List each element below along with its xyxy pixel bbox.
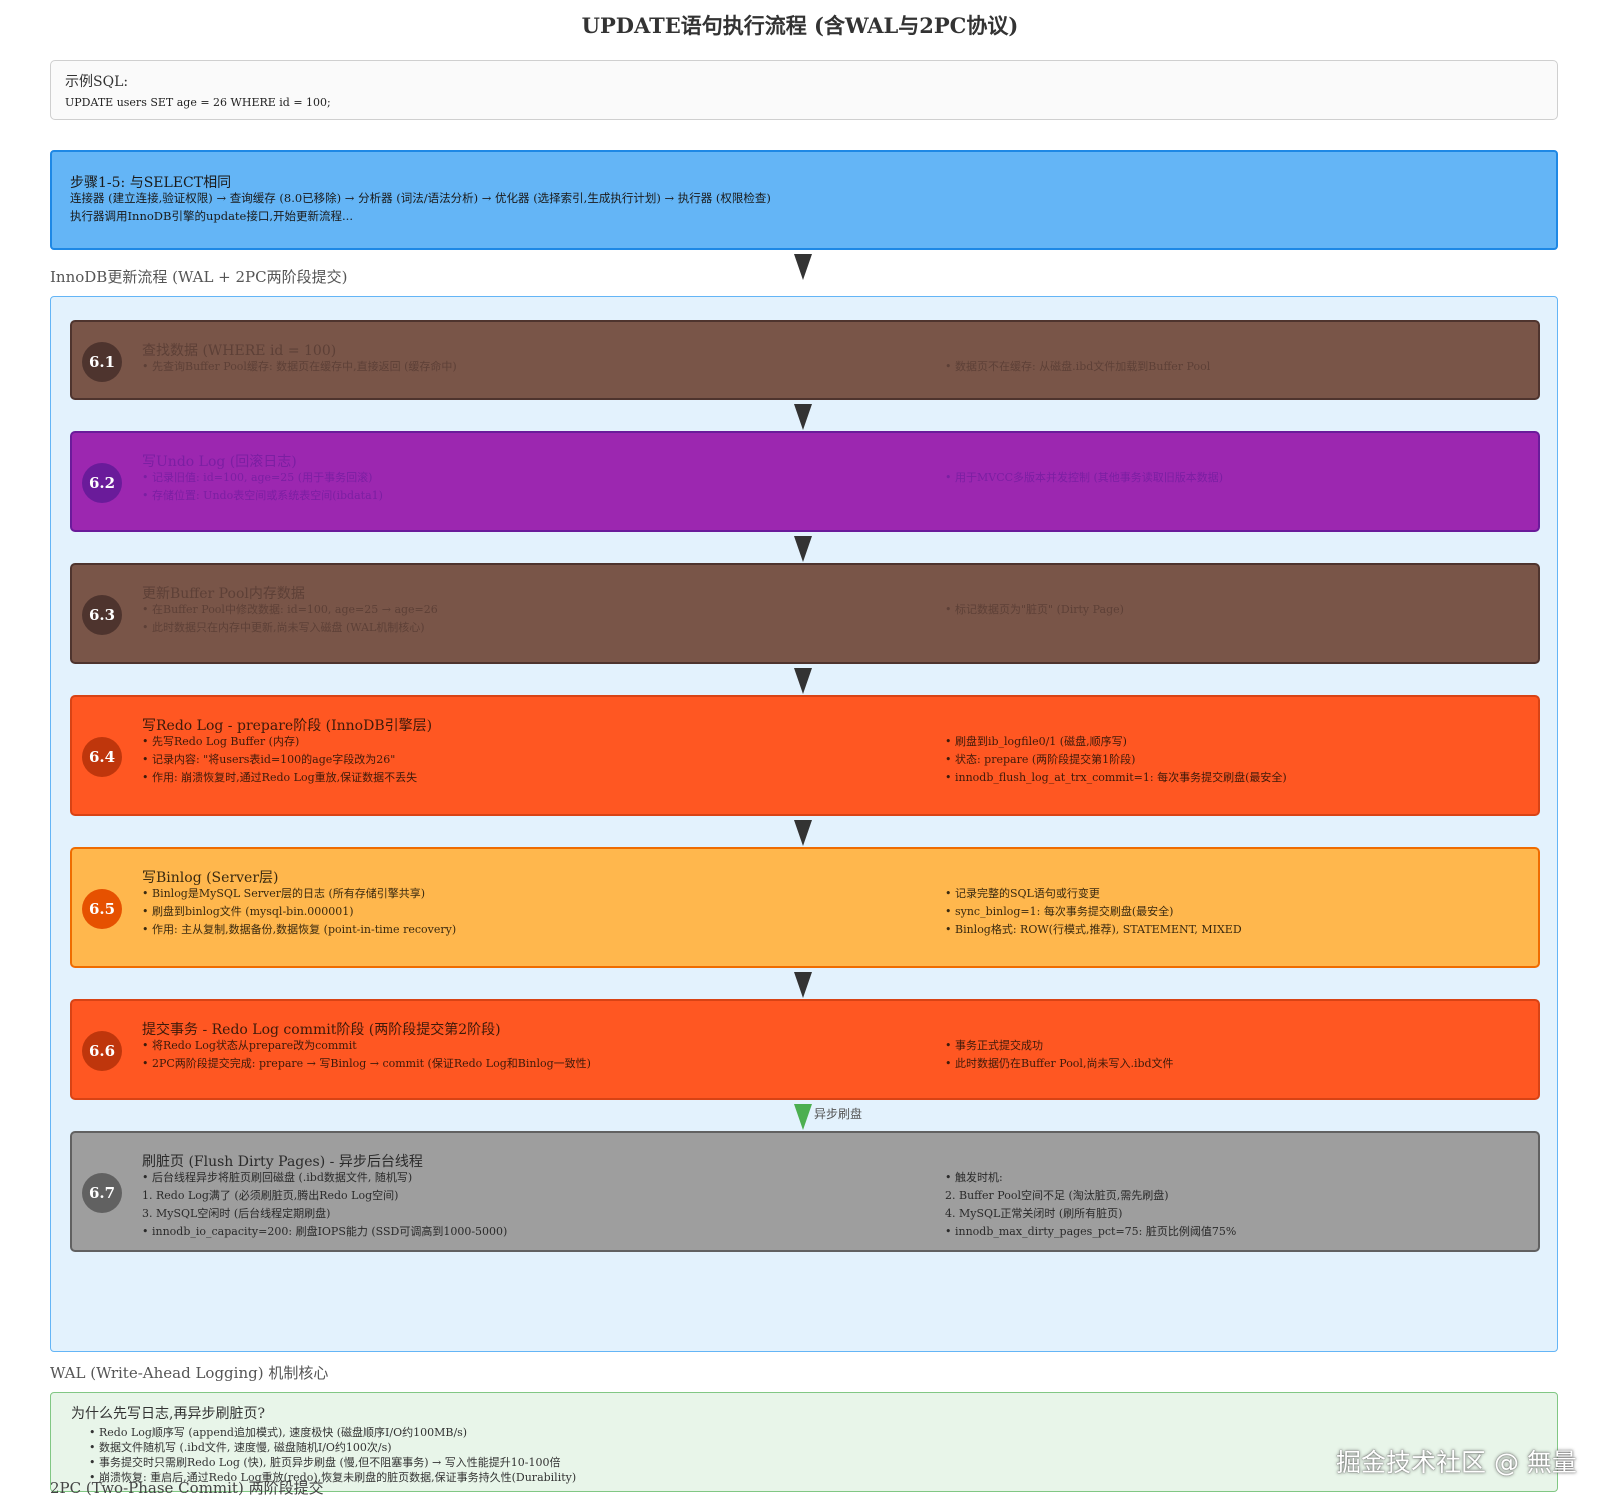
step-title: 查找数据 (WHERE id = 100) xyxy=(142,343,337,359)
detail-line: • 数据文件随机写 (.ibd文件, 速度慢, 磁盘随机I/O约100次/s) xyxy=(89,1441,392,1454)
detail-line: • innodb_flush_log_at_trx_commit=1: 每次事务… xyxy=(945,771,1287,784)
detail-line: • innodb_max_dirty_pages_pct=75: 脏页比例阈值7… xyxy=(945,1225,1237,1238)
detail-line: • 事务提交时只需刷Redo Log (快), 脏页异步刷盘 (慢,但不阻塞事务… xyxy=(89,1456,561,1469)
detail-line: • 状态: prepare (两阶段提交第1阶段) xyxy=(945,753,1136,766)
step-card-6-7: 6.7 刷脏页 (Flush Dirty Pages) - 异步后台线程 • 后… xyxy=(70,1131,1540,1252)
detail-line: 1. Redo Log满了 (必须刷脏页,腾出Redo Log空间) xyxy=(142,1189,399,1202)
detail-line: • 记录旧值: id=100, age=25 (用于事务回滚) xyxy=(142,471,373,484)
detail-line: • 数据页不在缓存: 从磁盘.ibd文件加载到Buffer Pool xyxy=(945,360,1211,373)
detail-line: • 崩溃恢复: 重启后,通过Redo Log重放(redo),恢复未刷盘的脏页数… xyxy=(89,1471,577,1484)
example-sql-label: 示例SQL: xyxy=(65,74,129,90)
step-details-right: • 触发时机: 2. Buffer Pool空间不足 (淘汰脏页,需先刷盘) 4. … xyxy=(945,1169,1236,1241)
step-number-badge: 6.7 xyxy=(82,1173,122,1213)
step-card-6-2: 6.2 写Undo Log (回滚日志) • 记录旧值: id=100, age… xyxy=(70,431,1540,532)
detail-line: • 事务正式提交成功 xyxy=(945,1039,1043,1052)
detail-line: • 在Buffer Pool中修改数据: id=100, age=25 → ag… xyxy=(142,603,438,616)
step-number-badge: 6.2 xyxy=(82,463,122,503)
detail-line: • 存储位置: Undo表空间或系统表空间(ibdata1) xyxy=(142,489,383,502)
step-card-6-4: 6.4 写Redo Log - prepare阶段 (InnoDB引擎层) • … xyxy=(70,695,1540,816)
detail-line: • 此时数据只在内存中更新,尚未写入磁盘 (WAL机制核心) xyxy=(142,621,425,634)
detail-line: • 刷盘到binlog文件 (mysql-bin.000001) xyxy=(142,905,354,918)
wal-heading: 为什么先写日志,再异步刷脏页? xyxy=(71,1406,265,1422)
flow-arrow xyxy=(794,668,812,694)
step-card-6-1: 6.1 查找数据 (WHERE id = 100) • 先查询Buffer Po… xyxy=(70,320,1540,400)
step-details-right: • 用于MVCC多版本并发控制 (其他事务读取旧版本数据) xyxy=(945,469,1223,487)
detail-line: 3. MySQL空闲时 (后台线程定期刷盘) xyxy=(142,1207,331,1220)
step-details-left: • 在Buffer Pool中修改数据: id=100, age=25 → ag… xyxy=(142,601,438,637)
detail-line: 4. MySQL正常关闭时 (刷所有脏页) xyxy=(945,1207,1123,1220)
step-details-right: • 刷盘到ib_logfile0/1 (磁盘,顺序写) • 状态: prepare… xyxy=(945,733,1287,787)
async-flow-arrow xyxy=(794,1104,812,1130)
detail-line: • 作用: 崩溃恢复时,通过Redo Log重放,保证数据不丢失 xyxy=(142,771,418,784)
detail-line: • sync_binlog=1: 每次事务提交刷盘(最安全) xyxy=(945,905,1174,918)
detail-line: • 记录内容: "将users表id=100的age字段改为26" xyxy=(142,753,396,766)
detail-line: 2. Buffer Pool空间不足 (淘汰脏页,需先刷盘) xyxy=(945,1189,1169,1202)
wal-explanation-box: 为什么先写日志,再异步刷脏页? • Redo Log顺序写 (append追加模… xyxy=(50,1392,1558,1492)
step-title: 写Redo Log - prepare阶段 (InnoDB引擎层) xyxy=(142,718,433,734)
step-number-badge: 6.3 xyxy=(82,595,122,635)
wal-items: • Redo Log顺序写 (append追加模式), 速度极快 (磁盘顺序I/… xyxy=(89,1425,576,1485)
step-number-badge: 6.5 xyxy=(82,889,122,929)
detail-line: • Redo Log顺序写 (append追加模式), 速度极快 (磁盘顺序I/… xyxy=(89,1426,468,1439)
flow-arrow xyxy=(794,820,812,846)
wal-section-title: WAL (Write-Ahead Logging) 机制核心 xyxy=(50,1364,329,1382)
detail-line: • 此时数据仍在Buffer Pool,尚未写入.ibd文件 xyxy=(945,1057,1174,1070)
page-title: UPDATE语句执行流程 (含WAL与2PC协议) xyxy=(581,13,1019,38)
steps-1-5-box: 步骤1-5: 与SELECT相同 连接器 (建立连接,验证权限) → 查询缓存 … xyxy=(50,150,1558,250)
step-card-6-6: 6.6 提交事务 - Redo Log commit阶段 (两阶段提交第2阶段)… xyxy=(70,999,1540,1100)
step-title: 刷脏页 (Flush Dirty Pages) - 异步后台线程 xyxy=(142,1154,423,1170)
async-flush-label: 异步刷盘 xyxy=(814,1107,863,1121)
step-title: 写Binlog (Server层) xyxy=(142,870,279,886)
step-details-left: • 后台线程异步将脏页刷回磁盘 (.ibd数据文件, 随机写) 1. Redo L… xyxy=(142,1169,507,1241)
detail-line: • innodb_io_capacity=200: 刷盘IOPS能力 (SSD可… xyxy=(142,1225,508,1238)
detail-line: • 将Redo Log状态从prepare改为commit xyxy=(142,1039,357,1052)
detail-line: • 刷盘到ib_logfile0/1 (磁盘,顺序写) xyxy=(945,735,1127,748)
step-details-left: • 先写Redo Log Buffer (内存) • 记录内容: "将users表… xyxy=(142,733,417,787)
step-details-right: • 数据页不在缓存: 从磁盘.ibd文件加载到Buffer Pool xyxy=(945,358,1210,376)
step-details-left: • 先查询Buffer Pool缓存: 数据页在缓存中,直接返回 (缓存命中) xyxy=(142,358,457,376)
step-details-right: • 记录完整的SQL语句或行变更 • sync_binlog=1: 每次事务提交刷… xyxy=(945,885,1242,939)
step-number-badge: 6.1 xyxy=(82,342,122,382)
step-details-right: • 标记数据页为"脏页" (Dirty Page) xyxy=(945,601,1124,619)
innodb-section-title: InnoDB更新流程 (WAL + 2PC两阶段提交) xyxy=(50,268,348,286)
example-sql-box: 示例SQL: UPDATE users SET age = 26 WHERE i… xyxy=(50,60,1558,120)
step-title: 提交事务 - Redo Log commit阶段 (两阶段提交第2阶段) xyxy=(142,1022,501,1038)
step-number-badge: 6.4 xyxy=(82,737,122,777)
step-card-6-5: 6.5 写Binlog (Server层) • Binlog是MySQL Ser… xyxy=(70,847,1540,968)
detail-line: • 后台线程异步将脏页刷回磁盘 (.ibd数据文件, 随机写) xyxy=(142,1171,413,1184)
detail-line: • 用于MVCC多版本并发控制 (其他事务读取旧版本数据) xyxy=(945,471,1224,484)
detail-line: • Binlog是MySQL Server层的日志 (所有存储引擎共享) xyxy=(142,887,426,900)
detail-line: • 触发时机: xyxy=(945,1171,1003,1184)
step-number-badge: 6.6 xyxy=(82,1031,122,1071)
detail-line: • 先写Redo Log Buffer (内存) xyxy=(142,735,300,748)
step-details-left: • 记录旧值: id=100, age=25 (用于事务回滚) • 存储位置: U… xyxy=(142,469,383,505)
detail-line: • 记录完整的SQL语句或行变更 xyxy=(945,887,1100,900)
twopc-section-title: 2PC (Two-Phase Commit) 两阶段提交 xyxy=(50,1479,324,1497)
detail-line: • Binlog格式: ROW(行模式,推荐), STATEMENT, MIXE… xyxy=(945,923,1242,936)
detail-line: • 先查询Buffer Pool缓存: 数据页在缓存中,直接返回 (缓存命中) xyxy=(142,360,457,373)
steps-1-5-line: 连接器 (建立连接,验证权限) → 查询缓存 (8.0已移除) → 分析器 (词… xyxy=(70,191,771,205)
step-details-right: • 事务正式提交成功 • 此时数据仍在Buffer Pool,尚未写入.ibd文件 xyxy=(945,1037,1174,1073)
detail-line: • 2PC两阶段提交完成: prepare → 写Binlog → commit… xyxy=(142,1057,591,1070)
step-title: 写Undo Log (回滚日志) xyxy=(142,454,297,470)
flow-arrow xyxy=(794,404,812,430)
steps-1-5-heading: 步骤1-5: 与SELECT相同 xyxy=(70,175,232,191)
flow-arrow xyxy=(794,254,812,280)
example-sql-code: UPDATE users SET age = 26 WHERE id = 100… xyxy=(65,96,331,109)
flow-arrow xyxy=(794,536,812,562)
step-title: 更新Buffer Pool内存数据 xyxy=(142,586,305,602)
steps-1-5-line: 执行器调用InnoDB引擎的update接口,开始更新流程... xyxy=(70,209,353,223)
step-details-left: • 将Redo Log状态从prepare改为commit • 2PC两阶段提交完… xyxy=(142,1037,591,1073)
flow-arrow xyxy=(794,972,812,998)
step-card-6-3: 6.3 更新Buffer Pool内存数据 • 在Buffer Pool中修改数… xyxy=(70,563,1540,664)
step-details-left: • Binlog是MySQL Server层的日志 (所有存储引擎共享) • 刷盘… xyxy=(142,885,456,939)
detail-line: • 标记数据页为"脏页" (Dirty Page) xyxy=(945,603,1124,616)
detail-line: • 作用: 主从复制,数据备份,数据恢复 (point-in-time reco… xyxy=(142,923,457,936)
watermark: 掘金技术社区 @ 無量 xyxy=(1336,1448,1577,1477)
